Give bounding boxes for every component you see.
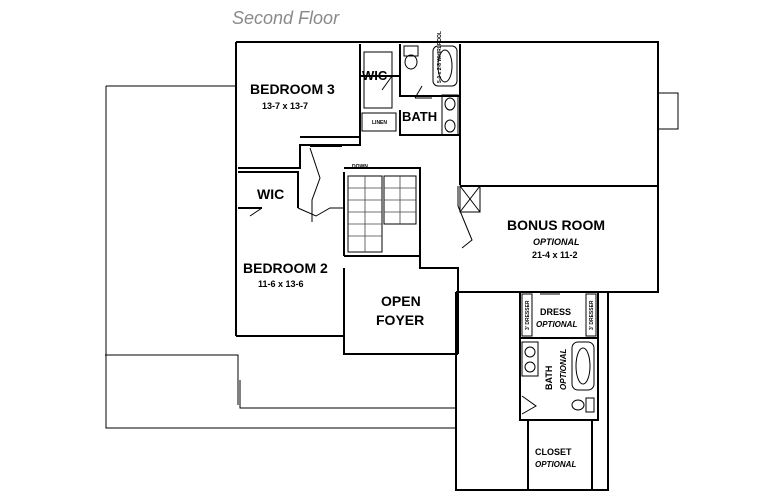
bonus-room: BONUS ROOM OPTIONAL 21-4 x 11-2 [459,185,658,260]
bedroom-3-dims: 13-7 x 13-7 [262,101,308,111]
stairwell: DOWN [309,145,473,354]
bath-opt-label: BATH [544,366,554,390]
open-foyer-line2: FOYER [376,312,424,328]
bonus-room-label: BONUS ROOM [507,217,605,233]
wic-top-label: WIC [362,68,388,83]
open-foyer-line1: OPEN [381,293,421,309]
dress-label: DRESS [540,307,571,317]
bonus-room-note: OPTIONAL [533,237,580,247]
wic-left-label: WIC [257,186,284,202]
closet-label: CLOSET [535,447,572,457]
tub-label: 5-0 x 2-8 WHIRLPOOL [437,31,443,83]
exterior-walls [235,41,659,491]
bedroom-2-dims: 11-6 x 13-6 [258,279,304,289]
bedroom-2-label: BEDROOM 2 [243,260,328,276]
bedroom-3: BEDROOM 3 13-7 x 13-7 WIC LINEN [238,44,400,169]
dresser-left-label: 3' DRESSER [525,300,531,330]
roof-outline [105,85,679,429]
down-label: DOWN [352,164,368,170]
dress-note: OPTIONAL [536,320,577,329]
right-wing: DRESS OPTIONAL 3' DRESSER 3' DRESSER BAT… [519,292,599,490]
bonus-room-dims: 21-4 x 11-2 [532,250,578,260]
open-foyer: OPEN FOYER [376,293,424,328]
top-bath: BATH 5-0 x 2-8 WHIRLPOOL [399,31,461,185]
dresser-right-label: 3' DRESSER [589,300,595,330]
bedroom-3-label: BEDROOM 3 [250,81,335,97]
linen-label: LINEN [372,120,387,126]
bath-opt-note: OPTIONAL [559,349,568,390]
bedroom-2: WIC BEDROOM 2 11-6 x 13-6 [238,171,344,289]
closet-note: OPTIONAL [535,460,576,469]
bath-top-label: BATH [402,109,437,124]
plan-title: Second Floor [232,8,340,28]
